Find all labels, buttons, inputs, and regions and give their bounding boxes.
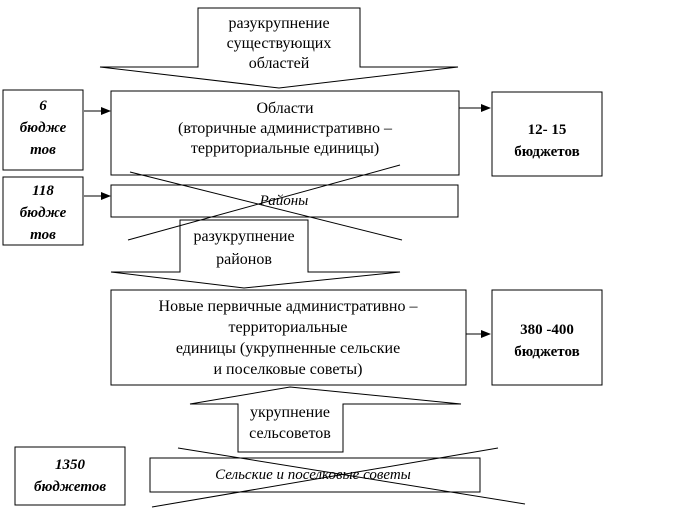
rayony-label: Районы (259, 193, 309, 209)
bottom-block-arrow: укрупнение сельсоветов (189, 386, 462, 453)
rayony-cross (127, 164, 403, 241)
right-budget-1-count: 12- 15 (528, 122, 567, 138)
selsovety-box: Сельские и поселковые советы (149, 457, 481, 493)
right-budget-2-count: 380 -400 (520, 322, 574, 338)
mid-arrow-line-2: районов (216, 251, 272, 268)
left-budget-box-2: 118 бюдже тов (2, 176, 84, 246)
left-budget-box-3: 1350 бюджетов (14, 446, 126, 506)
left-budget-3-label: бюджетов (34, 479, 106, 495)
left-budget-3-count: 1350 (55, 457, 86, 473)
new-units-line-1: Новые первичные административно – (159, 298, 419, 315)
top-arrow-line-2: существующих (227, 35, 332, 52)
new-units-line-2: территориальные (229, 319, 348, 336)
left-budget-2-count: 118 (32, 183, 54, 199)
right-budget-box-1: 12- 15 бюджетов (491, 91, 603, 177)
oblasti-line-2: (вторичные административно – (178, 120, 393, 137)
right-budget-box-2: 380 -400 бюджетов (491, 289, 603, 386)
left-budget-1-count: 6 (39, 98, 47, 114)
top-arrow-line-1: разукрупнение (228, 15, 329, 32)
left-budget-box-1: 6 бюдже тов (2, 89, 84, 171)
left-budget-2-line-3: тов (30, 227, 56, 243)
left-budget-1-line-3: тов (30, 142, 56, 158)
mid-block-arrow: разукрупнение районов (110, 219, 401, 289)
bottom-arrow-line-1: укрупнение (250, 404, 330, 421)
right-budget-2-label: бюджетов (514, 344, 579, 360)
top-block-arrow: разукрупнение существующих областей (99, 7, 459, 89)
oblasti-box: Области (вторичные административно – тер… (110, 90, 460, 176)
new-units-line-4: и поселковые советы) (213, 361, 362, 378)
new-units-box: Новые первичные административно – террит… (110, 289, 467, 386)
oblasti-title: Области (256, 100, 313, 117)
left-budget-1-line-2: бюдже (20, 120, 67, 136)
bottom-arrow-line-2: сельсоветов (249, 425, 331, 442)
left-budget-2-line-2: бюдже (20, 205, 67, 221)
mid-arrow-line-1: разукрупнение (193, 228, 294, 245)
new-units-line-3: единицы (укрупненные сельские (176, 340, 400, 357)
rayony-box: Районы (110, 184, 459, 218)
selsovety-cross (151, 447, 526, 508)
oblasti-line-3: территориальные единицы) (191, 140, 379, 157)
top-arrow-line-3: областей (249, 55, 310, 72)
right-budget-1-label: бюджетов (514, 144, 579, 160)
